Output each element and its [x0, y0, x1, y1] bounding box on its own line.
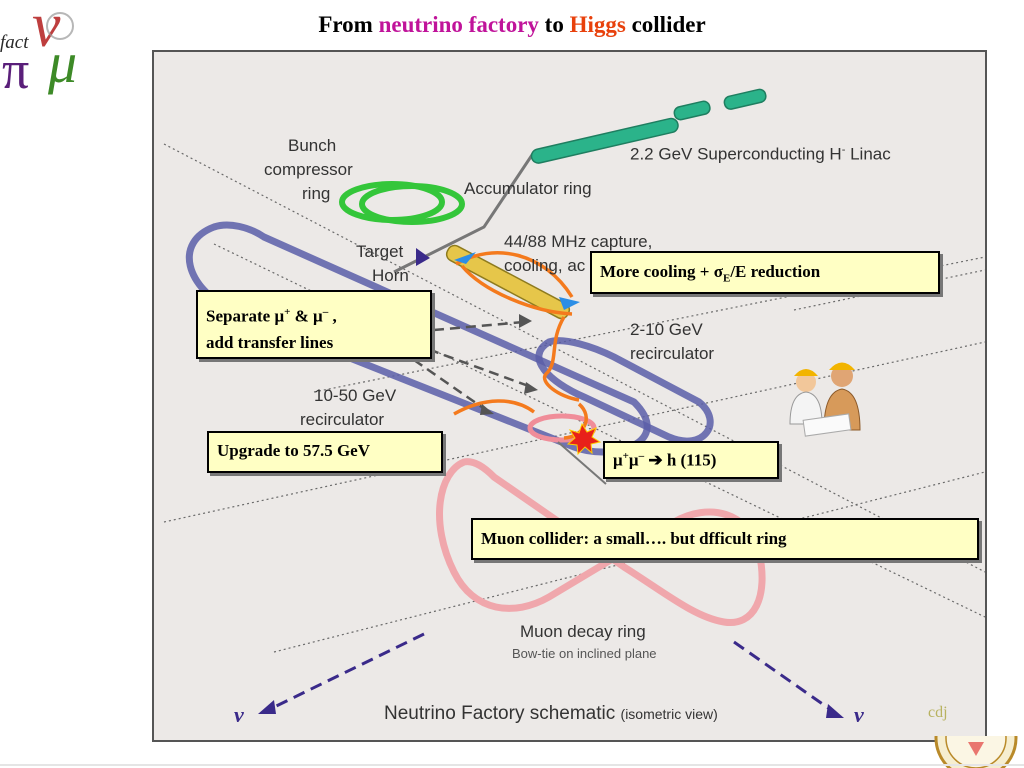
schematic-caption: Neutrino Factory schematic (isometric vi…: [384, 704, 718, 724]
higgs-sup-plus: +: [622, 450, 629, 462]
title-part2: to: [538, 12, 570, 37]
label-accumulator: Accumulator ring: [464, 179, 592, 198]
label-linac-end: Linac: [845, 144, 891, 164]
caption-paren: (isometric view): [620, 706, 718, 722]
callout-higgs: μ+μ– ➔ h (115): [603, 441, 779, 479]
label-recirc-10-50-b: recirculator: [300, 410, 385, 429]
collision-star-icon: [566, 422, 602, 456]
nu-right-label: ν: [854, 702, 864, 727]
separate-line-2: add transfer lines: [206, 332, 334, 352]
separate-text-b: & μ: [290, 306, 323, 326]
label-recirc-10-50-a: 10-50 GeV: [314, 386, 397, 405]
tip-arrow-left: [454, 252, 476, 264]
label-linac: 2.2 GeV Superconducting H- Linac: [630, 140, 891, 165]
separate-text-c: ,: [328, 306, 337, 326]
author-mark: cdj: [928, 704, 948, 721]
logo-mu: μ: [47, 30, 77, 95]
footer-divider: [0, 764, 1024, 766]
nu-left-label: ν: [234, 702, 244, 727]
cooling-suffix: /E reduction: [730, 262, 821, 281]
caption-main: Neutrino Factory schematic: [384, 703, 621, 724]
slide-title: From neutrino factory to Higgs collider: [0, 12, 1024, 38]
workers-illustration-icon: [789, 362, 861, 437]
callout-separate: Separate μ+ & μ– , add transfer lines: [196, 290, 432, 359]
label-linac-text: 2.2 GeV Superconducting H: [630, 144, 842, 164]
title-part1: From: [318, 12, 379, 37]
callout-upgrade: Upgrade to 57.5 GeV: [207, 431, 443, 473]
university-seal-icon: [934, 736, 1018, 768]
separate-text-a: Separate μ: [206, 306, 285, 326]
tip-arrow-right: [559, 297, 580, 310]
label-linac-sup: -: [841, 144, 846, 156]
higgs-sup-minus: –: [638, 450, 645, 462]
title-neutrino-factory: neutrino factory: [378, 12, 539, 37]
recirculator-2-10: [535, 337, 714, 445]
diagram-panel: Bunch compressor ring 2.2 GeV Supercondu…: [152, 50, 987, 742]
label-capture-1: 44/88 MHz capture,: [504, 232, 653, 251]
higgs-h: h (115): [666, 450, 717, 470]
label-decay-ring: Muon decay ring: [520, 622, 646, 641]
higgs-arrow: ➔: [644, 450, 667, 470]
cooling-sub: E: [722, 272, 731, 285]
separate-line-1: Separate μ+ & μ– ,: [206, 299, 422, 330]
factory-logo: ν fact π μ: [0, 0, 77, 100]
logo-ring: [46, 12, 74, 40]
higgs-mu-plus: μ: [613, 450, 623, 470]
linac: [393, 88, 767, 274]
nu-arrow-left-icon: [258, 700, 276, 714]
callout-collider: Muon collider: a small…. but dfficult ri…: [471, 518, 979, 560]
muon-collider-ring: [527, 413, 597, 443]
label-target: Target: [356, 242, 404, 261]
neutrino-beams: [263, 632, 835, 714]
logo-pi: π: [2, 40, 29, 100]
cooling-sigma: σ: [713, 262, 723, 281]
label-ring: ring: [302, 184, 331, 203]
separate-sup-2: –: [322, 306, 329, 318]
callout-pointers: [413, 320, 535, 414]
label-recirc-2-10-b: recirculator: [630, 344, 715, 363]
nu-arrow-right-icon: [826, 704, 844, 718]
label-bunch: Bunch: [288, 136, 337, 155]
cooling-prefix: More cooling +: [600, 262, 714, 281]
logo-nu: ν: [32, 0, 61, 60]
label-recirc-2-10-a: 2-10 GeV: [630, 320, 703, 339]
label-capture-2: cooling, ac: [504, 256, 586, 275]
title-part3: collider: [625, 12, 706, 37]
logo-fact: fact: [0, 32, 29, 53]
title-higgs: Higgs: [569, 12, 626, 37]
callout-cooling: More cooling + σE/E reduction: [590, 251, 940, 294]
label-compressor: compressor: [264, 160, 353, 179]
label-horn: Horn: [372, 266, 409, 285]
higgs-mu-minus: μ: [628, 450, 639, 470]
accumulator-ring: [339, 181, 465, 225]
separate-sup-1: +: [284, 306, 291, 318]
label-bowtie: Bow-tie on inclined plane: [512, 646, 657, 661]
